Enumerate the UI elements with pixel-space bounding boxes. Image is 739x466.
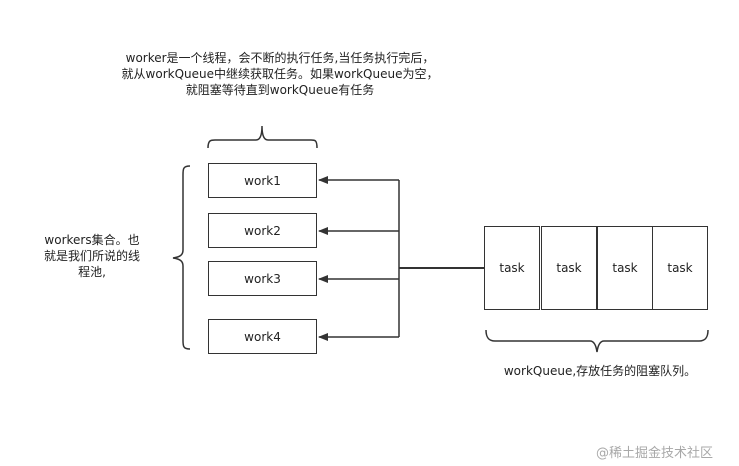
task-box-3: task (597, 226, 653, 310)
worker-box-1: work1 (208, 163, 317, 198)
left-brace (172, 165, 191, 350)
top-brace (207, 125, 318, 149)
worker-box-3: work3 (208, 261, 317, 296)
queue-description-note: workQueue,存放任务的阻塞队列。 (503, 364, 697, 378)
worker-box-2: work2 (208, 213, 317, 248)
bottom-brace (485, 329, 709, 353)
watermark: @稀土掘金技术社区 (596, 446, 714, 461)
task-box-1: task (484, 226, 540, 310)
worker-box-4: work4 (208, 319, 317, 354)
task-box-2: task (541, 226, 597, 310)
workers-collection-note: workers集合。也就是我们所说的线程池, (43, 233, 140, 279)
worker-description-note: worker是一个线程，会不断的执行任务,当任务执行完后，就从workQueue… (121, 51, 439, 97)
task-box-4: task (652, 226, 708, 310)
